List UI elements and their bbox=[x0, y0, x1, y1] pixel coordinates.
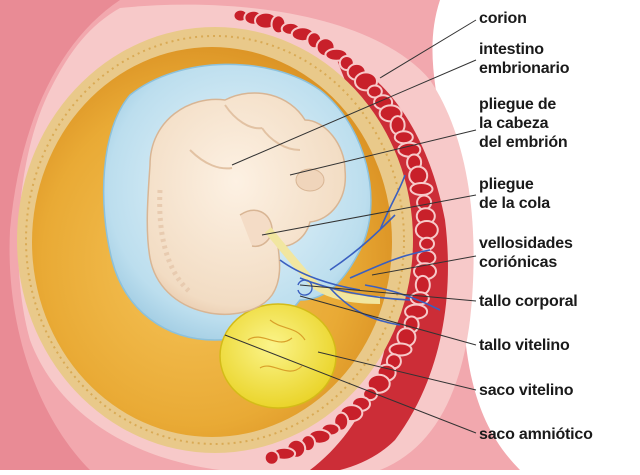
label-pliegue-cola: pliegue de la cola bbox=[479, 176, 550, 212]
villus-blob bbox=[414, 274, 431, 295]
villus-blob bbox=[414, 220, 439, 240]
villus-blob bbox=[419, 236, 435, 251]
villus-blob bbox=[263, 449, 280, 466]
label-vellosidades-corionicas: vellosidades coriónicas bbox=[479, 235, 573, 271]
label-saco-amniotico: saco amniótico bbox=[479, 426, 593, 443]
villus-blob bbox=[408, 165, 429, 186]
villus-blob bbox=[388, 342, 413, 357]
villus-blob bbox=[393, 130, 414, 145]
label-intestino-embrionario: intestino embrionario bbox=[479, 41, 570, 77]
leader-lines bbox=[224, 19, 477, 434]
label-tallo-vitelino: tallo vitelino bbox=[479, 337, 570, 354]
villus-blob bbox=[366, 84, 383, 99]
embryo bbox=[146, 92, 346, 315]
body-stalk bbox=[264, 174, 441, 326]
label-pliegue-cabeza: pliegue de la cabeza del embrión bbox=[479, 96, 568, 151]
label-tallo-corporal: tallo corporal bbox=[479, 293, 578, 310]
label-saco-vitelino: saco vitelino bbox=[479, 382, 574, 399]
villus-blob bbox=[409, 182, 434, 196]
label-corion: corion bbox=[479, 10, 527, 27]
